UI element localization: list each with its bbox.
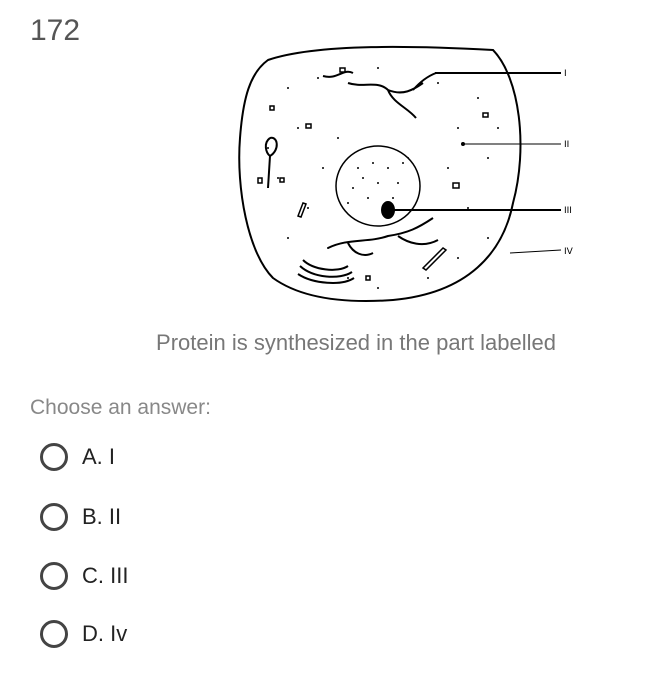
option-b[interactable]: B. II [40, 503, 121, 531]
endoplasmic-reticulum-lower [327, 217, 439, 256]
radio-icon[interactable] [40, 443, 68, 471]
option-label: D. Iv [82, 621, 128, 646]
option-c[interactable]: C. III [40, 562, 128, 590]
radio-icon[interactable] [40, 503, 68, 531]
cell-diagram: I II III IV [238, 45, 574, 303]
diagram-label-iv: IV [564, 247, 574, 257]
answer-prompt: Choose an answer: [30, 396, 211, 419]
radio-icon[interactable] [40, 562, 68, 590]
vesicle-stalk [264, 136, 278, 189]
golgi-apparatus [297, 259, 355, 284]
option-d[interactable]: D. Iv [40, 620, 127, 648]
question-text: Protein is synthesized in the part label… [156, 330, 556, 355]
option-label: C. III [82, 563, 129, 588]
option-label: A. I [82, 444, 116, 469]
diagram-label-ii: II [564, 140, 569, 150]
diagram-label-iii: III [564, 206, 572, 216]
option-label: B. II [82, 504, 122, 529]
endoplasmic-reticulum-upper [322, 70, 437, 119]
radio-icon[interactable] [40, 620, 68, 648]
option-a[interactable]: A. I [40, 443, 115, 471]
nucleus [335, 145, 421, 227]
diagram-label-i: I [564, 69, 567, 79]
small-organelles [257, 67, 489, 281]
label-lines [394, 72, 562, 254]
question-number: 172 [30, 14, 81, 47]
nucleolus [381, 201, 395, 219]
